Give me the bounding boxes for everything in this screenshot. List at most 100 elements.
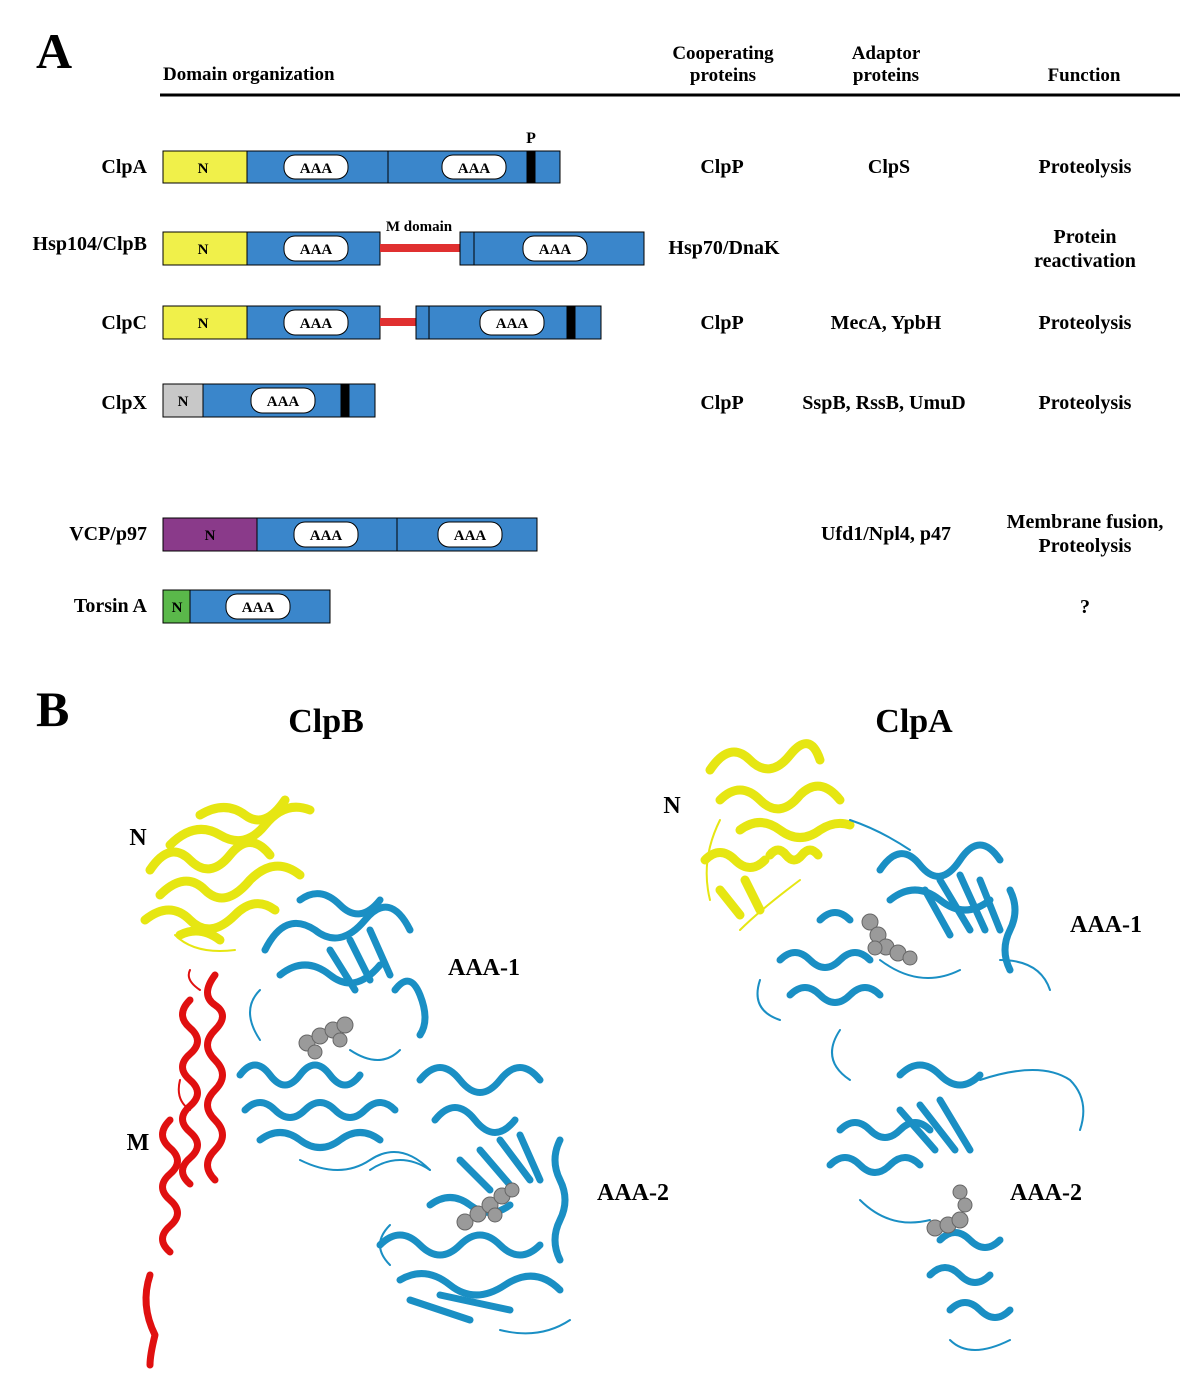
- n-domain-label: N: [178, 394, 189, 410]
- adaptor-clpc: MecA, YpbH: [831, 312, 942, 334]
- header-cooperating-line2: proteins: [690, 65, 756, 86]
- function-clpx: Proteolysis: [1039, 392, 1132, 414]
- n-domain: [162, 231, 248, 266]
- aaa-box: [441, 154, 507, 180]
- cooperating-clpa: ClpP: [700, 156, 743, 178]
- aaa-label: AAA: [242, 600, 275, 616]
- aaa-label: AAA: [454, 528, 487, 544]
- clpb-aaa2-loops: [369, 1159, 571, 1335]
- n-domain-label: N: [198, 316, 209, 332]
- n-domain-label: N: [172, 600, 183, 616]
- cooperating-clpx: ClpP: [700, 392, 743, 414]
- p-label: P: [526, 130, 536, 147]
- clpb-n-label: N: [129, 825, 147, 851]
- aaa-label: AAA: [300, 161, 333, 177]
- aaa-box: [225, 593, 291, 620]
- function-clpa: Proteolysis: [1039, 156, 1132, 178]
- aaa-label: AAA: [458, 161, 491, 177]
- clpa-structure: [700, 739, 1085, 1351]
- clpb-n-domain-ribbon: [140, 795, 315, 945]
- protein-name-torsin-a: Torsin A: [74, 595, 148, 617]
- aaa-box: [250, 387, 316, 414]
- protein-name-clpc: ClpC: [101, 312, 147, 334]
- structure-title-clpb: ClpB: [288, 703, 364, 740]
- linker: [380, 318, 416, 326]
- clpa-aaa1-label: AAA-1: [1070, 912, 1142, 938]
- protein-name-clpx: ClpX: [101, 392, 147, 414]
- n-domain-label: N: [205, 528, 216, 544]
- clpa-n-label: N: [663, 793, 681, 819]
- protein-name-hsp104-clpb: Hsp104/ClpB: [33, 233, 147, 255]
- n-domain: [162, 383, 204, 418]
- domain-bar-clpc: [162, 305, 602, 340]
- aaa-box: [283, 309, 349, 336]
- panel-b-label: B: [36, 681, 69, 737]
- n-domain-label: N: [198, 161, 209, 177]
- clpb-aaa1-label: AAA-1: [448, 955, 520, 981]
- n-domain-label: N: [198, 242, 209, 258]
- clpa-aaa1-loops: [756, 959, 1051, 1081]
- domain-bar-clpa: [162, 150, 561, 184]
- panel-a-label: A: [36, 23, 72, 79]
- domain-bar-torsin: [162, 589, 331, 624]
- aaa-box: [283, 235, 349, 262]
- clpb-m-linker: [177, 969, 201, 1111]
- aaa-label: AAA: [310, 528, 343, 544]
- clpb-m-label: M: [127, 1130, 150, 1156]
- p-loop-marker: [340, 383, 350, 418]
- clpb-ligand-aaa2: [456, 1182, 520, 1231]
- adaptor-vcp: Ufd1/Npl4, p47: [821, 523, 951, 545]
- clpb-structure: [140, 795, 571, 1369]
- aaa-label: AAA: [300, 242, 333, 258]
- aaa-domain: [459, 231, 475, 266]
- domain-bar-clpx: [162, 383, 376, 418]
- aaa-box: [479, 309, 545, 336]
- aaa-box: [522, 235, 588, 262]
- function-vcp-line1: Membrane fusion,: [1007, 511, 1164, 533]
- header-domain-organization: Domain organization: [163, 64, 335, 85]
- clpb-aaa2-label: AAA-2: [597, 1180, 669, 1206]
- function-clpc: Proteolysis: [1039, 312, 1132, 334]
- clpa-n-linker: [849, 819, 911, 851]
- n-domain: [162, 305, 248, 340]
- n-domain: [162, 589, 191, 624]
- header-adaptor-line1: Adaptor: [852, 43, 921, 64]
- n-domain: [162, 517, 258, 552]
- cooperating-clpc: ClpP: [700, 312, 743, 334]
- clpa-aaa2-ribbon: [826, 1061, 1014, 1321]
- clpb-m-domain-ribbon: [142, 971, 226, 1369]
- function-hsp104-line2: reactivation: [1034, 250, 1136, 272]
- p-loop-marker: [566, 305, 576, 340]
- clpa-n-loops: [705, 819, 801, 931]
- aaa-box: [293, 521, 359, 548]
- aaa-box: [437, 521, 503, 548]
- aaa-label: AAA: [300, 316, 333, 332]
- aaa-box: [283, 154, 349, 180]
- clpa-aaa2-loops: [859, 1069, 1085, 1351]
- clpa-ligand-aaa2: [926, 1184, 973, 1237]
- structure-title-clpa: ClpA: [875, 703, 953, 740]
- clpb-aaa1-ribbon: [236, 890, 429, 1151]
- aaa-label: AAA: [267, 394, 300, 410]
- domain-bar-vcp: [162, 517, 538, 552]
- function-hsp104-line1: Protein: [1054, 226, 1117, 248]
- clpa-aaa1-ribbon: [776, 841, 1019, 1006]
- header-function: Function: [1048, 65, 1121, 86]
- clpa-aaa2-label: AAA-2: [1010, 1180, 1082, 1206]
- cooperating-hsp104: Hsp70/DnaK: [668, 237, 780, 259]
- m-domain-label: M domain: [386, 219, 453, 235]
- function-vcp-line2: Proteolysis: [1039, 535, 1132, 557]
- aaa-label: AAA: [539, 242, 572, 258]
- header-adaptor-line2: proteins: [853, 65, 919, 86]
- p-loop-marker: [526, 150, 536, 184]
- header-cooperating-line1: Cooperating: [672, 43, 774, 64]
- protein-name-vcp-p97: VCP/p97: [69, 523, 147, 545]
- clpb-aaa1-loops: [249, 989, 431, 1171]
- clpa-ligand-aaa1: [861, 913, 918, 966]
- clpb-aaa2-ribbon: [376, 1064, 569, 1324]
- aaa-domain: [415, 305, 430, 340]
- protein-name-clpa: ClpA: [101, 156, 147, 178]
- aaa-label: AAA: [496, 316, 529, 332]
- m-domain-linker: [380, 244, 460, 252]
